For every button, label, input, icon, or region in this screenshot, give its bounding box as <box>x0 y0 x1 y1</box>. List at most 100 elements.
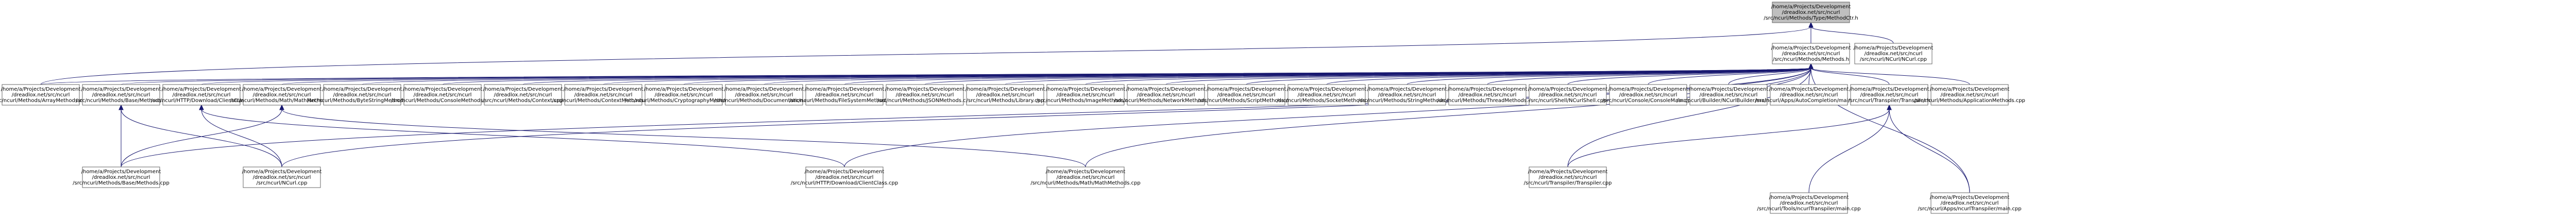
node-box[interactable] <box>645 84 723 106</box>
node-image[interactable]: /home/a/Projects/Development/dreadlox.ne… <box>1036 84 1135 106</box>
node-box[interactable] <box>1772 43 1850 64</box>
node-box[interactable] <box>484 84 562 106</box>
node-box[interactable] <box>82 166 160 188</box>
node-box[interactable] <box>1448 84 1527 106</box>
node-array[interactable]: /home/a/Projects/Development/dreadlox.ne… <box>0 84 89 106</box>
node-box[interactable] <box>1772 2 1850 23</box>
node-box[interactable] <box>1529 166 1607 188</box>
node-box[interactable] <box>162 84 241 106</box>
node-label-line: /home/a/Projects/Development <box>805 87 885 92</box>
node-box[interactable] <box>966 84 1044 106</box>
node-transpiler_main[interactable]: /home/a/Projects/Development/dreadlox.ne… <box>1757 192 1861 214</box>
node-label-line: /dreadlox.net/src/ncurl <box>12 92 70 98</box>
node-label-line: /dreadlox.net/src/ncurl <box>1860 92 1919 98</box>
node-label-line: /src/ncurl/Methods/Base/Methods.cpp <box>73 180 170 186</box>
node-context2[interactable]: /home/a/Projects/Development/dreadlox.ne… <box>552 84 655 106</box>
node-label-line: /dreadlox.net/src/ncurl <box>735 92 793 98</box>
node-box[interactable] <box>82 84 160 106</box>
node-box[interactable] <box>564 84 642 106</box>
node-label-line: /dreadlox.net/src/ncurl <box>1539 92 1597 98</box>
node-label-line: /src/ncurl/Methods/Methods.h <box>1773 57 1849 62</box>
node-ncurl_cpp[interactable]: /home/a/Projects/Development/dreadlox.ne… <box>242 166 322 188</box>
node-box[interactable] <box>1127 84 1205 106</box>
node-base_h[interactable]: /home/a/Projects/Development/dreadlox.ne… <box>76 84 166 106</box>
edge-arrowhead <box>279 104 284 110</box>
node-label-line: /dreadlox.net/src/ncurl <box>655 92 713 98</box>
node-math_h[interactable]: /home/a/Projects/Development/dreadlox.ne… <box>230 84 334 106</box>
node-box[interactable] <box>1287 84 1366 106</box>
node-box[interactable] <box>1609 84 1687 106</box>
node-box[interactable] <box>243 84 321 106</box>
node-label-line: /dreadlox.net/src/ncurl <box>1700 92 1758 98</box>
edge-string-to-methods_h <box>1406 68 1811 85</box>
node-network[interactable]: /home/a/Projects/Development/dreadlox.ne… <box>1114 84 1218 106</box>
node-box[interactable] <box>1368 84 1446 106</box>
node-filesystem[interactable]: /home/a/Projects/Development/dreadlox.ne… <box>789 84 900 106</box>
node-thread[interactable]: /home/a/Projects/Development/dreadlox.ne… <box>1437 84 1538 106</box>
node-box[interactable] <box>323 84 401 106</box>
node-console[interactable]: /home/a/Projects/Development/dreadlox.ne… <box>391 84 494 106</box>
node-box[interactable] <box>725 84 803 106</box>
node-label-line: /home/a/Projects/Development <box>1046 169 1126 175</box>
edge-arrowhead <box>1887 104 1892 110</box>
node-methods_h[interactable]: /home/a/Projects/Development/dreadlox.ne… <box>1771 43 1851 64</box>
edge-transpiler_main-to-transpiler_h <box>1808 109 1890 193</box>
node-context[interactable]: /home/a/Projects/Development/dreadlox.ne… <box>483 84 563 106</box>
node-httpdb_cpp[interactable]: /home/a/Projects/Development/dreadlox.ne… <box>791 166 898 188</box>
node-autocompletion[interactable]: /home/a/Projects/Development/dreadlox.ne… <box>1755 84 1862 106</box>
node-root[interactable]: /home/a/Projects/Development/dreadlox.ne… <box>1764 2 1858 23</box>
node-box[interactable] <box>1930 84 2009 106</box>
node-string[interactable]: /home/a/Projects/Development/dreadlox.ne… <box>1358 84 1456 106</box>
node-label-line: /dreadlox.net/src/ncurl <box>173 92 231 98</box>
node-appmethods[interactable]: /home/a/Projects/Development/dreadlox.ne… <box>1914 84 2025 106</box>
edge-arrowhead <box>199 104 204 110</box>
node-label-line: /src/ncurl/HTTP/Download/ClientClass.h <box>151 98 252 104</box>
node-box[interactable] <box>805 166 884 188</box>
node-label-line: /dreadlox.net/src/ncurl <box>253 92 311 98</box>
node-httpdb_h[interactable]: /home/a/Projects/Development/dreadlox.ne… <box>151 84 252 106</box>
node-math_cpp[interactable]: /home/a/Projects/Development/dreadlox.ne… <box>1030 166 1141 188</box>
node-box[interactable] <box>1850 84 1928 106</box>
node-label-line: /src/ncurl/HTTP/Download/ClientClass.cpp <box>791 180 898 186</box>
node-box[interactable] <box>1770 192 1848 214</box>
node-transpiler_cpp[interactable]: /home/a/Projects/Development/dreadlox.ne… <box>1524 166 1612 188</box>
node-box[interactable] <box>2 84 80 106</box>
node-base_cpp[interactable]: /home/a/Projects/Development/dreadlox.ne… <box>73 166 170 188</box>
edge-array-to-root <box>40 26 1811 85</box>
node-console_main[interactable]: /home/a/Projects/Development/dreadlox.ne… <box>1602 84 1694 106</box>
node-transpiler_h[interactable]: /home/a/Projects/Development/dreadlox.ne… <box>1849 84 1930 106</box>
node-docs[interactable]: /home/a/Projects/Development/dreadlox.ne… <box>714 84 814 106</box>
node-box[interactable] <box>243 166 321 188</box>
edge-ncurl_cpp-to-methods_h <box>281 68 1811 167</box>
node-label-line: /src/ncurl/Methods/FileSystemMethods.cpp <box>789 98 900 104</box>
node-bytestring[interactable]: /home/a/Projects/Development/dreadlox.ne… <box>308 84 417 106</box>
node-box[interactable] <box>1207 84 1285 106</box>
node-library[interactable]: /home/a/Projects/Development/dreadlox.ne… <box>965 84 1045 106</box>
node-transpiler_main2[interactable]: /home/a/Projects/Development/dreadlox.ne… <box>1918 192 2022 214</box>
node-label-line: /dreadlox.net/src/ncurl <box>816 175 874 180</box>
node-label-line: /dreadlox.net/src/ncurl <box>976 92 1035 98</box>
node-box[interactable] <box>1854 43 1933 64</box>
node-box[interactable] <box>1689 84 1768 106</box>
node-box[interactable] <box>805 84 884 106</box>
node-box[interactable] <box>1930 192 2009 214</box>
node-box[interactable] <box>1770 84 1848 106</box>
node-label-line: /home/a/Projects/Development <box>403 87 483 92</box>
node-crypto[interactable]: /home/a/Projects/Development/dreadlox.ne… <box>625 84 743 106</box>
node-label-line: /src/ncurl/Methods/ContextMethods.cpp <box>552 98 654 104</box>
node-box[interactable] <box>1046 84 1125 106</box>
node-shell_main[interactable]: /home/a/Projects/Development/dreadlox.ne… <box>1528 84 1608 106</box>
node-box[interactable] <box>403 84 482 106</box>
node-ncurl_main[interactable]: /home/a/Projects/Development/dreadlox.ne… <box>1854 43 1934 64</box>
node-box[interactable] <box>1046 166 1125 188</box>
node-label-line: /home/a/Projects/Development <box>1528 87 1608 92</box>
node-label-line: /dreadlox.net/src/ncurl <box>1941 200 1999 206</box>
node-script[interactable]: /home/a/Projects/Development/dreadlox.ne… <box>1198 84 1295 106</box>
node-socket[interactable]: /home/a/Projects/Development/dreadlox.ne… <box>1277 84 1377 106</box>
node-label-line: /src/ncurl/Methods/Base/Methods.h <box>76 98 166 104</box>
node-json[interactable]: /home/a/Projects/Development/dreadlox.ne… <box>877 84 973 106</box>
node-builder_main[interactable]: /home/a/Projects/Development/dreadlox.ne… <box>1676 84 1781 106</box>
node-label-line: /src/ncurl/Methods/StringMethods.cpp <box>1358 98 1456 104</box>
node-box[interactable] <box>1529 84 1607 106</box>
node-box[interactable] <box>886 84 964 106</box>
